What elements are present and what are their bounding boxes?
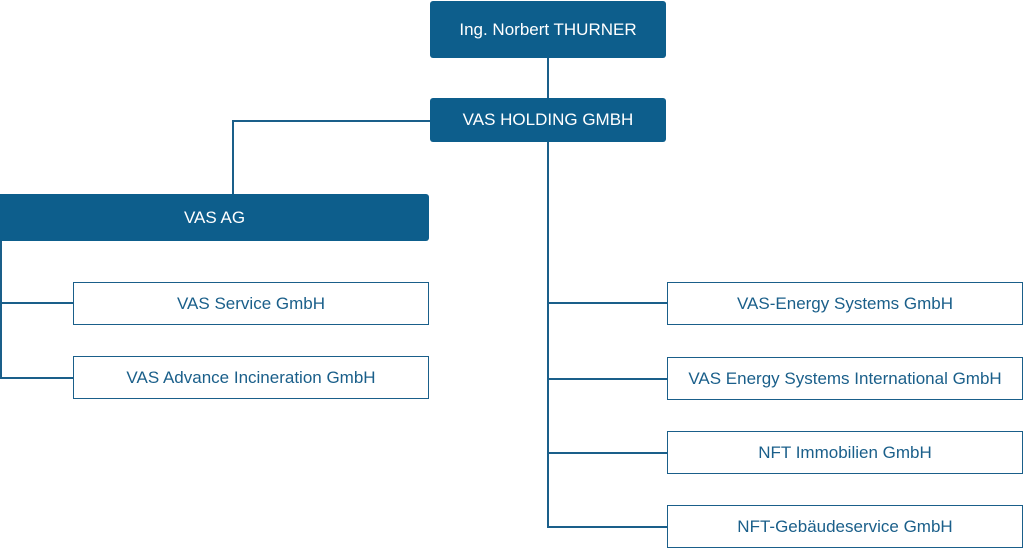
connector-ag-trunk bbox=[0, 240, 2, 379]
connector-ag-branch-1 bbox=[0, 302, 73, 304]
holding-subsidiary-box: NFT-Gebäudeservice GmbH bbox=[667, 505, 1023, 548]
holding-label: VAS HOLDING GMBH bbox=[462, 110, 634, 129]
holding-subsidiary-label: NFT-Gebäudeservice GmbH bbox=[737, 516, 953, 536]
ag-subsidiary-box: VAS Advance Incineration GmbH bbox=[73, 356, 429, 399]
owner-box: Ing. Norbert THURNER bbox=[430, 1, 666, 58]
holding-box: VAS HOLDING GMBH bbox=[430, 98, 666, 142]
connector-holding-branch-1 bbox=[547, 302, 667, 304]
ag-label: VAS AG bbox=[183, 207, 246, 227]
owner-label: Ing. Norbert THURNER bbox=[459, 19, 637, 39]
ag-subsidiary-label: VAS Service GmbH bbox=[176, 293, 325, 313]
holding-subsidiary-box: NFT Immobilien GmbH bbox=[667, 431, 1023, 474]
connector-holding-branch-4 bbox=[547, 526, 667, 528]
connector-ag-branch-2 bbox=[0, 377, 73, 379]
holding-subsidiary-box: VAS-Energy Systems GmbH bbox=[667, 282, 1023, 325]
holding-subsidiary-label: VAS-Energy Systems GmbH bbox=[736, 293, 954, 313]
ag-subsidiary-box: VAS Service GmbH bbox=[73, 282, 429, 325]
holding-subsidiary-box: VAS Energy Systems International GmbH bbox=[667, 357, 1023, 400]
connector-owner-holding bbox=[547, 58, 549, 98]
connector-holding-branch-2 bbox=[547, 378, 667, 380]
connector-holding-ag-vertical bbox=[232, 120, 234, 194]
ag-subsidiary-label: VAS Advance Incineration GmbH bbox=[126, 367, 376, 387]
connector-holding-trunk bbox=[547, 142, 549, 527]
holding-subsidiary-label: NFT Immobilien GmbH bbox=[758, 442, 932, 462]
ag-box: VAS AG bbox=[0, 194, 429, 241]
holding-subsidiary-label: VAS Energy Systems International GmbH bbox=[688, 368, 1002, 388]
connector-holding-branch-3 bbox=[547, 452, 667, 454]
connector-holding-ag-horizontal bbox=[232, 120, 430, 122]
